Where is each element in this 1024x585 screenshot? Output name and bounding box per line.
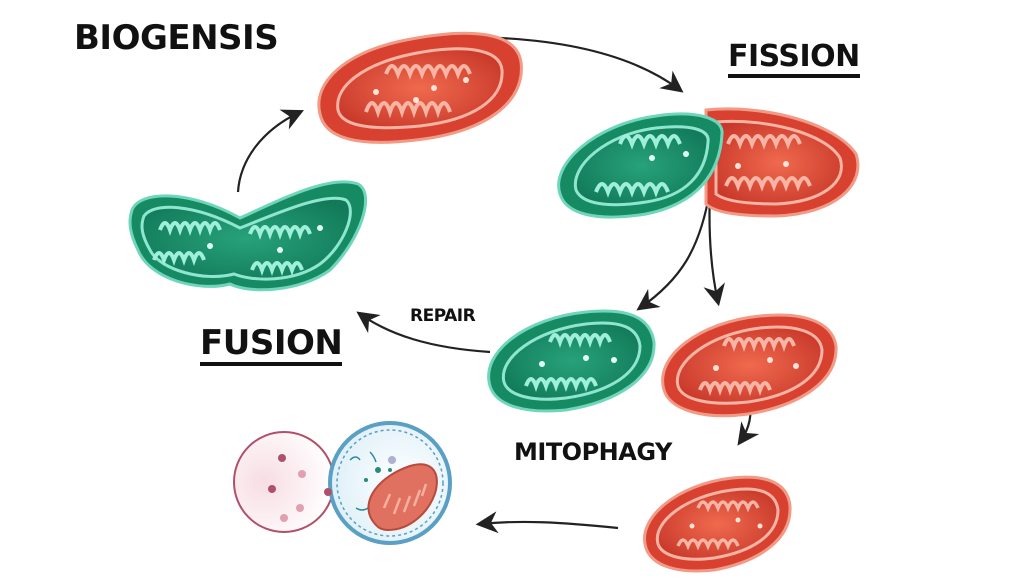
arrow-fusion-to-biogenesis (236, 109, 304, 193)
arrow-fission-to-repair (636, 189, 712, 311)
mitophagy-mitochondrion (643, 475, 792, 573)
autolysosome (233, 421, 452, 545)
fusion-label: FUSION (200, 326, 343, 366)
arrow-mitophagy-to-lysosome (475, 511, 619, 534)
repair-label: REPAIR (410, 306, 476, 326)
damaged-mitochondrion (661, 313, 838, 418)
fission-label: FISSION (728, 42, 860, 78)
arrow-repair-to-fusion (356, 311, 491, 354)
repair-mitochondrion (487, 309, 656, 413)
fusion-mitochondrion (128, 180, 368, 292)
biogenesis-label: BIOGENSIS (74, 18, 279, 58)
arrow-biogenesis-to-fission (499, 36, 684, 93)
mitophagy-label: MITOPHAGY (514, 438, 672, 466)
fission-mitochondrion (557, 107, 860, 219)
biogenesis-mitochondrion (317, 31, 523, 144)
